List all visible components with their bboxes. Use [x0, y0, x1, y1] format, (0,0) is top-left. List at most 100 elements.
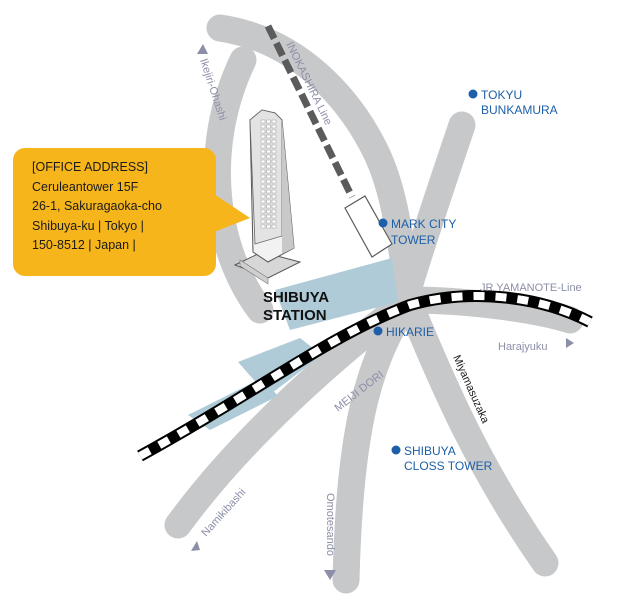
- tower-window: [271, 194, 277, 199]
- tower-window: [271, 139, 277, 144]
- road-meiji-omotesando: [332, 286, 422, 594]
- tower-window: [266, 214, 271, 219]
- tower-window: [260, 169, 266, 174]
- tower-window: [266, 169, 271, 174]
- tower-window: [271, 119, 277, 124]
- landmark-tokyu-bunkamura: TOKYU BUNKAMURA: [468, 88, 558, 117]
- tower-window: [266, 119, 271, 124]
- office-address-line: 150-8512 | Japan |: [32, 238, 136, 252]
- callout-pointer: [214, 194, 250, 232]
- landmark-label: SHIBUYA: [404, 444, 456, 458]
- landmark-label: CLOSS TOWER: [404, 459, 493, 473]
- landmark-label: TOWER: [391, 233, 436, 247]
- tower-window: [260, 184, 266, 189]
- tower-window: [266, 189, 271, 194]
- tower-window: [260, 179, 266, 184]
- inokashira-line: [264, 24, 393, 258]
- tower-window: [260, 199, 266, 204]
- tower-window: [271, 189, 277, 194]
- tower-window: [271, 199, 277, 204]
- tower-window: [266, 224, 271, 229]
- office-address-callout: [OFFICE ADDRESS] Ceruleantower 15F 26-1,…: [13, 148, 216, 276]
- road-west-upper: [203, 46, 274, 324]
- omotesando-arrow-icon: [324, 570, 336, 580]
- tower-window: [271, 174, 277, 179]
- station-label-line1: SHIBUYA: [263, 289, 329, 306]
- tower-window: [271, 224, 277, 229]
- tower-window: [271, 144, 277, 149]
- tower-window: [271, 209, 277, 214]
- cerulean-tower-building: [233, 109, 302, 285]
- tower-window: [260, 124, 266, 129]
- poi-dot-icon: [373, 326, 383, 336]
- tower-window: [266, 219, 271, 224]
- inokashira-platform: [344, 195, 393, 258]
- omotesando-label: Omotesando: [324, 493, 336, 556]
- tower-window: [266, 124, 271, 129]
- tower-window: [266, 179, 271, 184]
- tower-window: [266, 159, 271, 164]
- tower-window: [260, 214, 266, 219]
- tower-window: [260, 134, 266, 139]
- station-label-line2: STATION: [263, 307, 327, 324]
- tower-window: [260, 194, 266, 199]
- tower-window: [266, 174, 271, 179]
- tower-window: [266, 209, 271, 214]
- tower-window: [260, 154, 266, 159]
- harajyuku-arrow-icon: [566, 338, 574, 348]
- tower-window: [266, 144, 271, 149]
- namikibashi-arrow-icon: [191, 541, 200, 551]
- tower-window: [266, 149, 271, 154]
- poi-dot-icon: [378, 218, 388, 228]
- office-address-line: Shibuya-ku | Tokyo |: [32, 218, 144, 233]
- road-miyamasuzaka: [394, 286, 559, 577]
- tower-window: [260, 129, 266, 134]
- roads: [164, 14, 584, 594]
- yamanote-line: [137, 290, 593, 462]
- tower-window: [266, 194, 271, 199]
- landmark-label: HIKARIE: [386, 325, 434, 339]
- tower-window: [266, 199, 271, 204]
- poi-dot-icon: [391, 445, 401, 455]
- yamanote-line-label: JR YAMANOTE-Line: [480, 282, 582, 294]
- tower-window: [260, 149, 266, 154]
- landmark-label: TOKYU: [481, 88, 522, 102]
- tower-window: [260, 224, 266, 229]
- landmark-hikarie: HIKARIE: [373, 325, 434, 339]
- tower-window: [271, 214, 277, 219]
- tower-window: [260, 139, 266, 144]
- tower-window: [271, 159, 277, 164]
- landmark-label: BUNKAMURA: [481, 103, 558, 117]
- tower-window: [271, 164, 277, 169]
- tower-window: [271, 154, 277, 159]
- harajyuku-label: Harajyuku: [498, 341, 548, 353]
- landmark-label: MARK CITY: [391, 217, 456, 231]
- ikejiri-arrow-icon: [197, 44, 208, 54]
- poi-dot-icon: [468, 89, 478, 99]
- tower-window: [271, 149, 277, 154]
- tower-window: [271, 129, 277, 134]
- tower-window: [271, 124, 277, 129]
- tower-window: [260, 174, 266, 179]
- road-north-right: [394, 111, 476, 304]
- tower-window: [271, 134, 277, 139]
- tower-window: [260, 144, 266, 149]
- tower-window: [260, 209, 266, 214]
- office-address-heading: [OFFICE ADDRESS]: [32, 160, 148, 174]
- tower-window: [260, 219, 266, 224]
- tower-window: [260, 119, 266, 124]
- tower-window: [266, 129, 271, 134]
- tower-window: [266, 184, 271, 189]
- tower-window: [271, 179, 277, 184]
- office-address-line: Ceruleantower 15F: [32, 179, 139, 194]
- tower-window: [266, 204, 271, 209]
- tower-window: [266, 154, 271, 159]
- tower-window: [271, 184, 277, 189]
- tower-window: [260, 189, 266, 194]
- landmark-mark-city-tower: MARK CITY TOWER: [378, 217, 456, 247]
- tower-window: [260, 164, 266, 169]
- tower-window: [266, 139, 271, 144]
- tower-window: [266, 134, 271, 139]
- office-address-line: 26-1, Sakuragaoka-cho: [32, 199, 162, 213]
- tower-window: [260, 159, 266, 164]
